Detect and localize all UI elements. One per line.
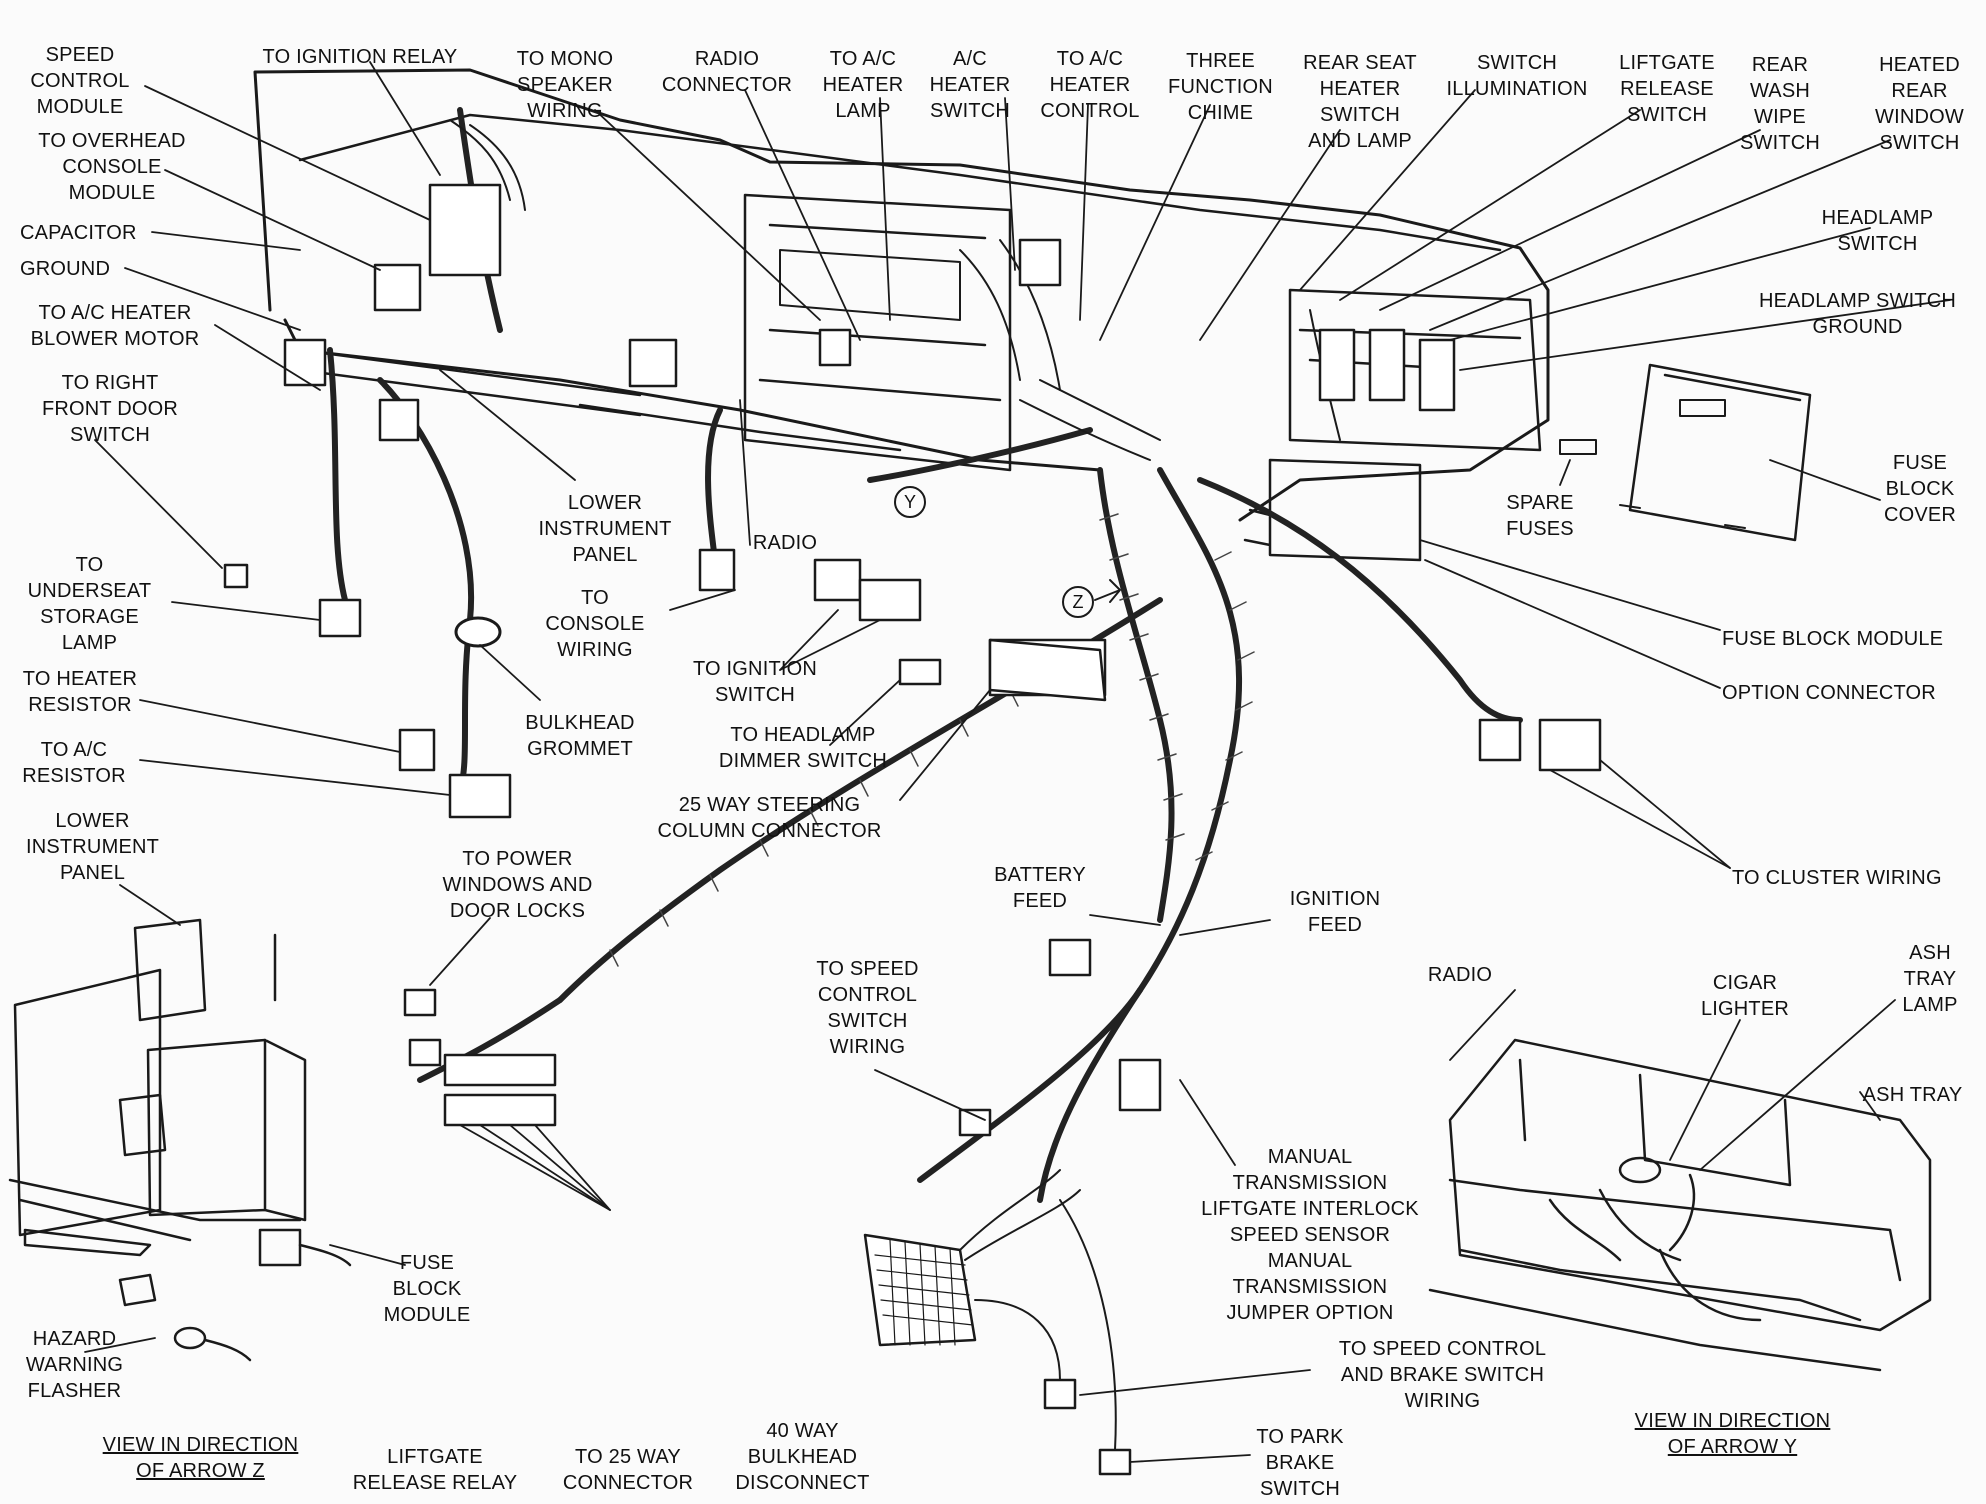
- label-speed-control-module: SPEED CONTROL MODULE: [30, 44, 130, 118]
- label-liftgate-release-switch: LIFTGATE RELEASE SWITCH: [1619, 52, 1715, 126]
- fuse-block-cover-shape: [1628, 363, 1812, 542]
- label-40-way-bulkhead-disconnect: 40 WAY BULKHEAD DISCONNECT: [735, 1420, 870, 1494]
- label-to-power-windows-and-door-locks: TO POWER WINDOWS AND DOOR LOCKS: [442, 848, 593, 922]
- label-view-arrow-y: VIEW IN DIRECTION OF ARROW Y: [1634, 1410, 1831, 1458]
- label-headlamp-switch: HEADLAMP SWITCH: [1821, 207, 1934, 255]
- label-to-ac-resistor: TO A/C RESISTOR: [22, 739, 126, 787]
- label-to-cluster-wiring: TO CLUSTER WIRING: [1732, 867, 1942, 889]
- label-lower-instrument-panel-main: LOWER INSTRUMENT PANEL: [538, 492, 672, 566]
- label-bulkhead-grommet: BULKHEAD GROMMET: [525, 712, 635, 760]
- label-to-ignition-relay: TO IGNITION RELAY: [262, 46, 458, 68]
- label-capacitor: CAPACITOR: [20, 222, 137, 244]
- label-to-underseat-storage-lamp: TO UNDERSEAT STORAGE LAMP: [27, 554, 152, 654]
- label-to-overhead-console-module: TO OVERHEAD CONSOLE MODULE: [38, 130, 186, 204]
- label-radio-main: RADIO: [752, 532, 818, 554]
- label-headlamp-switch-ground: HEADLAMP SWITCH GROUND: [1758, 290, 1957, 338]
- bulkhead-grommet-shape: [454, 616, 502, 648]
- leader-lines: [84, 61, 1951, 1463]
- label-spare-fuses: SPARE FUSES: [1506, 492, 1574, 540]
- steering-column-connector-shape: [988, 638, 1107, 702]
- label-option-connector: OPTION CONNECTOR: [1722, 682, 1936, 704]
- top-wire-bundles: [449, 119, 1341, 461]
- callout-y: Y: [903, 492, 916, 512]
- label-rear-wash-wipe-switch: REAR WASH WIPE SWITCH: [1739, 54, 1821, 154]
- label-ac-heater-switch: A/C HEATER SWITCH: [929, 48, 1011, 122]
- label-to-speed-control-switch-wiring: TO SPEED CONTROL SWITCH WIRING: [816, 958, 919, 1058]
- arrow-y-marker: [894, 486, 926, 518]
- label-ash-tray: ASH TRAY: [1862, 1084, 1963, 1106]
- callout-z: Z: [1072, 592, 1084, 612]
- label-to-heater-resistor: TO HEATER RESISTOR: [22, 668, 138, 716]
- label-to-ac-heater-lamp: TO A/C HEATER LAMP: [822, 48, 904, 122]
- bulkhead-wires: [959, 1169, 1117, 1451]
- label-fuse-block-module-inset: FUSE BLOCK MODULE: [383, 1252, 471, 1326]
- label-to-right-front-door-switch: TO RIGHT FRONT DOOR SWITCH: [41, 372, 179, 446]
- label-cigar-lighter: CIGAR LIGHTER: [1700, 972, 1790, 1020]
- label-to-ac-heater-blower-motor: TO A/C HEATER BLOWER MOTOR: [30, 302, 200, 350]
- label-hazard-warning-flasher: HAZARD WARNING FLASHER: [25, 1328, 124, 1402]
- label-ash-tray-lamp: ASH TRAY LAMP: [1902, 942, 1958, 1016]
- label-heated-rear-window-switch: HEATED REAR WINDOW SWITCH: [1875, 54, 1964, 154]
- label-manual-transmission-group: MANUAL TRANSMISSION LIFTGATE INTERLOCK S…: [1201, 1146, 1419, 1324]
- inset-view-arrow-z: [8, 918, 352, 1362]
- label-to-console-wiring: TO CONSOLE WIRING: [545, 587, 645, 661]
- label-to-speed-control-and-brake-switch-wiring: TO SPEED CONTROL AND BRAKE SWITCH WIRING: [1338, 1338, 1547, 1412]
- label-ground: GROUND: [20, 258, 111, 280]
- label-three-function-chime: THREE FUNCTION CHIME: [1168, 50, 1273, 124]
- label-radio-inset: RADIO: [1427, 964, 1493, 986]
- fuse-cover-clip: [1679, 399, 1726, 417]
- label-view-arrow-z: VIEW IN DIRECTION OF ARROW Z: [102, 1434, 299, 1482]
- label-to-ac-heater-control: TO A/C HEATER CONTROL: [1040, 48, 1140, 122]
- label-to-25-way-connector: TO 25 WAY CONNECTOR: [562, 1446, 694, 1494]
- label-to-mono-speaker-wiring: TO MONO SPEAKER WIRING: [516, 48, 614, 122]
- arrow-z-direction: [1094, 579, 1121, 603]
- label-steering-column-connector: 25 WAY STEERING COLUMN CONNECTOR: [657, 794, 882, 842]
- label-ignition-feed: IGNITION FEED: [1289, 888, 1381, 936]
- lower-instrument-panel-rail: [298, 348, 902, 452]
- label-liftgate-release-relay: LIFTGATE RELEASE RELAY: [352, 1446, 518, 1494]
- spare-fuse-shape: [1559, 439, 1597, 455]
- center-stack-box: [743, 193, 1012, 472]
- label-to-headlamp-dimmer-switch: TO HEADLAMP DIMMER SWITCH: [718, 724, 888, 772]
- inset-view-arrow-y: [1428, 1038, 1932, 1372]
- radio-recess: [779, 249, 961, 321]
- label-to-ignition-switch: TO IGNITION SWITCH: [692, 658, 818, 706]
- harness-wrap-texture: [609, 513, 1255, 967]
- fuse-cover-tabs: [1619, 504, 1746, 529]
- connectors: [223, 183, 1602, 1476]
- arrow-z-marker: [1062, 586, 1094, 618]
- label-battery-feed: BATTERY FEED: [994, 864, 1086, 912]
- instrument-panel-top-edge: [298, 113, 1502, 252]
- label-lower-instrument-panel-inset: LOWER INSTRUMENT PANEL: [25, 810, 160, 884]
- bulkhead-disconnect-block: [863, 1233, 977, 1347]
- label-fuse-block-module-main: FUSE BLOCK MODULE: [1722, 628, 1944, 650]
- label-to-park-brake-switch: TO PARK BRAKE SWITCH: [1256, 1426, 1344, 1500]
- label-switch-illumination: SWITCH ILLUMINATION: [1446, 52, 1588, 100]
- label-fuse-block-cover: FUSE BLOCK COVER: [1883, 452, 1957, 526]
- label-rear-seat-heater-switch-and-lamp: REAR SEAT HEATER SWITCH AND LAMP: [1303, 52, 1417, 152]
- label-radio-connector: RADIO CONNECTOR: [661, 48, 793, 96]
